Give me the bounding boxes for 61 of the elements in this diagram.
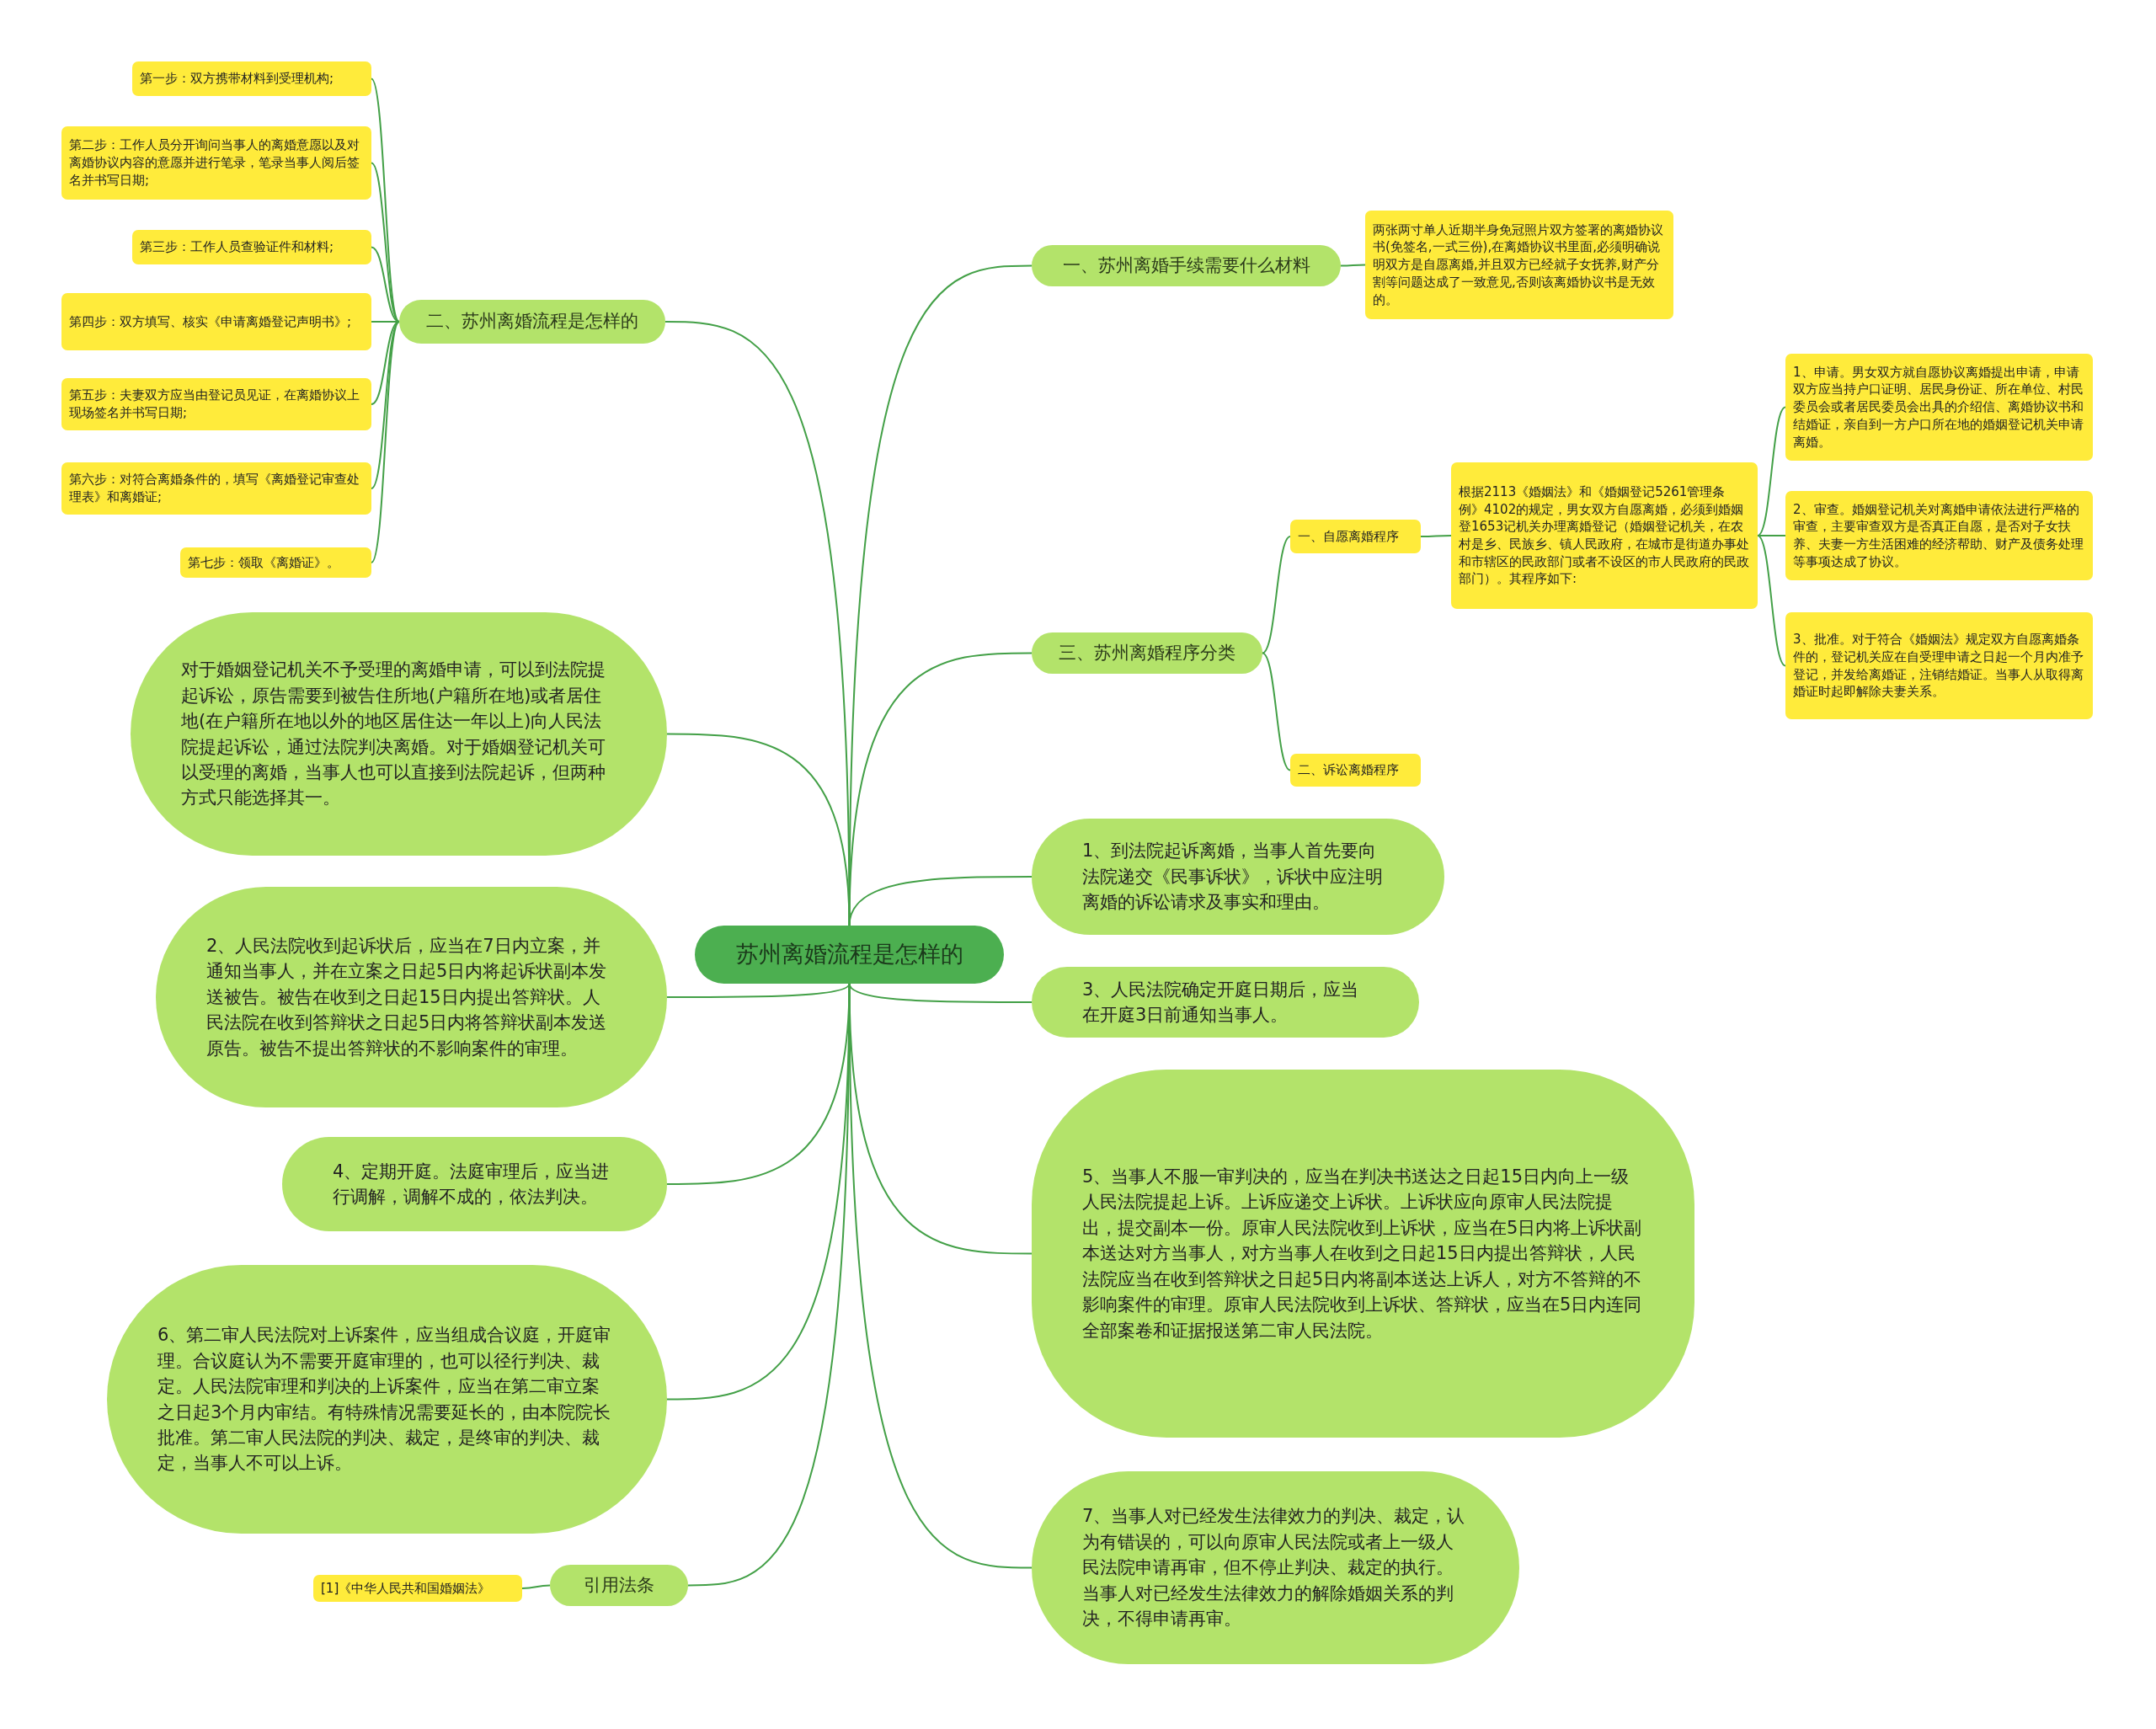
connector-line — [521, 1584, 551, 1589]
note-box — [1785, 491, 2093, 580]
connector-line — [1262, 536, 1291, 654]
node-text: 根据2113《婚姻法》和《婚姻登记5261管理条例》4102的规定，男女双方自愿离婚，必须到婚姻登1653记机关办理离婚登记（婚姻登记机关，在农村是乡、民族乡、镇人民政府，在城市是街道办事处和市辖区的民政部门或者不设区的市人民政府的民政部门）。其程序如下: — [1459, 483, 1750, 589]
note-box — [61, 462, 371, 515]
note-box — [1451, 462, 1758, 609]
node-text: 7、当事人对已经发生法律效力的判决、裁定，认为有错误的，可以向原审人民法院或者上一级人民法院申请再审，但不停止判决、裁定的执行。当事人对已经发生法律效力的解除婚姻关系的判决，不得申请再审。 — [1082, 1505, 1466, 1631]
node-text: 一、自愿离婚程序 — [1298, 527, 1399, 546]
connector-line — [1262, 652, 1291, 771]
note-box — [132, 230, 371, 264]
note-box — [61, 293, 371, 350]
connector-line — [371, 162, 400, 323]
note-box — [132, 61, 371, 96]
node-text: 2、审查。婚姻登记机关对离婚申请依法进行严格的审查，主要审查双方是否真正自愿，是否对子女扶养、夫妻一方生活困难的经济帮助、财产及债务处理等事项达成了协议。 — [1793, 500, 2084, 571]
note-box — [1365, 211, 1673, 319]
node-text: 三、苏州离婚程序分类 — [1059, 641, 1235, 664]
topic-bubble — [1032, 245, 1341, 286]
node-text: 4、定期开庭。法庭审理后，应当进行调解，调解不成的，依法判决。 — [333, 1160, 611, 1209]
note-box — [61, 126, 371, 200]
node-text: 3、人民法院确定开庭日期后，应当在开庭3日前通知当事人。 — [1082, 978, 1360, 1027]
connector-line — [1757, 406, 1786, 536]
node-text: 第七步：领取《离婚证》。 — [188, 553, 339, 572]
node-text: 一、苏州离婚手续需要什么材料 — [1062, 253, 1310, 277]
connector-line — [371, 321, 400, 489]
node-text: 1、申请。男女双方就自愿协议离婚提出申请，申请双方应当持户口证明、居民身份证、所在单位、村民委员会或者居民委员会出具的介绍信、离婚协议书和结婚证，亲自到一方户口所在地的婚姻登记机关申请离婚。 — [1793, 363, 2084, 451]
note-box — [1290, 520, 1421, 553]
note-box — [313, 1575, 522, 1602]
node-text: 第三步：工作人员查验证件和材料; — [140, 238, 334, 256]
node-text: 引用法条 — [584, 1573, 654, 1597]
node-text: [1]《中华人民共和国婚姻法》 — [321, 1579, 491, 1598]
node-text: 1、到法院起诉离婚，当事人首先要向法院递交《民事诉状》，诉状中应注明离婚的诉讼请求及事实和理由。 — [1082, 840, 1384, 915]
connector-line — [666, 733, 851, 926]
node-text: 两张两寸单人近期半身免冠照片双方签署的离婚协议书(免签名,一式三份),在离婚协议书里面,必须明确说明双方是自愿离婚,并且双方已经就子女抚养,财产分割等问题达成了一致意见,否则该离婚协议书是无效的。 — [1373, 221, 1664, 309]
topic-bubble — [550, 1565, 688, 1606]
node-text: 3、批准。对于符合《婚姻法》规定双方自愿离婚条件的，登记机关应在自受理申请之日起一个月内准予登记，并发给离婚证，注销结婚证。当事人从取得离婚证时起即解除夫妻关系。 — [1793, 631, 2084, 701]
node-text: 第四步：双方填写、核实《申请离婚登记声明书》; — [69, 312, 352, 331]
connector-line — [1757, 535, 1786, 667]
connector-line — [848, 876, 1033, 926]
note-box — [1785, 612, 2093, 719]
node-text: 第二步：工作人员分开询问当事人的离婚意愿以及对离婚协议内容的意愿并进行笔录，笔录当事人阅后签名并书写日期; — [69, 136, 360, 189]
note-box — [1785, 354, 2093, 461]
node-text: 第六步：对符合离婚条件的，填写《离婚登记审查处理表》和离婚证; — [69, 471, 360, 506]
topic-bubble — [1032, 632, 1262, 674]
node-text: 6、第二审人民法院对上诉案件，应当组成合议庭，开庭审理。合议庭认为不需要开庭审理的，也可以径行判决、裁定。人民法院审理和判决的上诉案件，应当在第二审立案之日起3个月内审结。有特殊情况需要延长的，由本院院长批准。第二审人民法院的判决、裁定，是终审的判决、裁定，当事人不可以上诉。 — [157, 1324, 612, 1476]
note-box — [1290, 754, 1421, 787]
note-box — [61, 378, 371, 430]
note-box — [180, 547, 371, 578]
node-text: 二、苏州离婚流程是怎样的 — [426, 310, 638, 334]
node-text: 第五步：夫妻双方应当由登记员见证，在离婚协议上现场签名并书写日期; — [69, 387, 360, 422]
connector-line — [1340, 264, 1366, 267]
node-text: 2、人民法院收到起诉状后，应当在7日内立案，并通知当事人，并在立案之日起5日内将起诉状副本发送被告。被告在收到之日起15日内提出答辩状。人民法院在收到答辩状之日起5日内将答辩状副本发送原告。被告不提出答辩状的不影响案件的审理。 — [206, 934, 608, 1060]
node-text: 苏州离婚流程是怎样的 — [735, 940, 963, 969]
node-text: 二、诉讼离婚程序 — [1298, 761, 1399, 779]
connector-line — [666, 983, 851, 998]
node-text: 5、当事人不服一审判决的，应当在判决书送达之日起15日内向上一级人民法院提起上诉。上诉应递交上诉状。上诉状应向原审人民法院提出，提交副本一份。原审人民法院收到上诉状，应当在5日内将上诉状副本送达对方当事人，对方当事人在收到之日起15日内提出答辩状，人民法院应当在收到答辩状之日起5日内将副本送达上诉人，对方不答辩的不影响案件的审理。原审人民法院收到上诉状、答辩状，应当在5日内连同全部案卷和证据报送第二审人民法院。 — [1082, 1165, 1643, 1342]
connector-line — [1420, 535, 1452, 537]
topic-bubble — [399, 300, 665, 344]
node-text: 对于婚姻登记机关不予受理的离婚申请，可以到法院提起诉讼，原告需要到被告住所地(户籍所在地)或者居住地(在户籍所在地以外的地区居住达一年以上)向人民法院提起诉讼，通过法院判决离婚。对于婚姻登记机关可以受理的离婚，当事人也可以直接到法院起诉，但两种方式只能选择其一。 — [181, 659, 606, 810]
node-text: 第一步：双方携带材料到受理机构; — [140, 70, 334, 88]
connector-line — [1757, 535, 1786, 536]
connector-line — [371, 321, 400, 563]
